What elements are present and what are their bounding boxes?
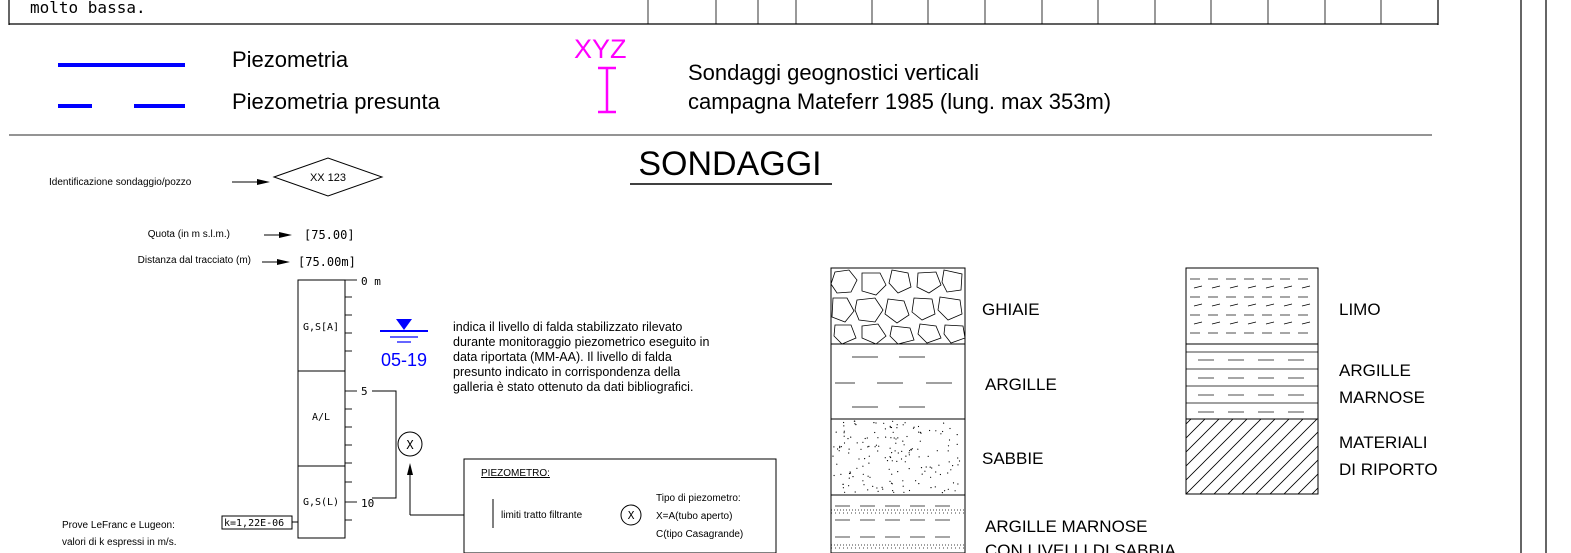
layer-label: G,S[A] xyxy=(303,322,339,333)
arrow-icon xyxy=(262,259,290,265)
prove-label: Prove LeFranc e Lugeon: xyxy=(62,520,175,531)
lithology-legend-right: LIMO ARGILLE MARNOSE MATERIALI DI RIPORT… xyxy=(1185,267,1438,495)
lithology-label-riporto: DI RIPORTO xyxy=(1339,460,1438,479)
piezometer-type-symbol-label: X xyxy=(628,509,635,522)
piezometer-symbol xyxy=(397,431,423,457)
depth-label: 0 m xyxy=(361,275,381,288)
limo-pattern xyxy=(1190,278,1311,334)
argille-pattern xyxy=(835,356,952,408)
id-diamond xyxy=(272,157,384,197)
lithology-label-argille-marnose-sabbia: ARGILLE MARNOSE xyxy=(985,517,1148,536)
legend-row: Piezometria Piezometria presunta XYZ Son… xyxy=(58,34,1111,114)
lithology-label-argille-marnose: MARNOSE xyxy=(1339,388,1425,407)
section-title: SONDAGGI xyxy=(638,145,821,183)
piezometer-symbol-label: X xyxy=(406,438,414,452)
piezometer-limits-label: limiti tratto filtrante xyxy=(501,510,583,521)
piezometria-presunta-label: Piezometria presunta xyxy=(232,89,441,114)
table-fragment-text: molto bassa. xyxy=(30,0,146,17)
sondaggio-marker-icon xyxy=(598,66,616,114)
piezometer-type-text: Tipo di piezometro: xyxy=(656,493,741,504)
water-level-text: indica il livello di falda stabilizzato … xyxy=(453,320,682,334)
k-value: k=1,22E-06 xyxy=(224,518,284,529)
piezometer-title: PIEZOMETRO: xyxy=(481,468,550,479)
id-value: XX 123 xyxy=(310,172,346,184)
lithology-label-argille-marnose-sabbia: CON LIVELLI DI SABBIA xyxy=(985,541,1177,553)
riporto-pattern xyxy=(1186,419,1318,494)
borehole-example: Identificazione sondaggio/pozzo XX 123 Q… xyxy=(49,157,777,553)
layer-label: G,S(L) xyxy=(303,497,339,508)
arrow-icon xyxy=(232,179,270,185)
id-label: Identificazione sondaggio/pozzo xyxy=(49,177,192,188)
piezometria-label: Piezometria xyxy=(232,47,349,72)
arrow-icon xyxy=(264,232,292,238)
lithology-legend-left: GHIAIE ARGILLE SABBIE ARGILLE MARNOSE CO… xyxy=(830,267,1177,553)
layer-label: A/L xyxy=(312,412,330,423)
sondaggi-desc-line2: campagna Mateferr 1985 (lung. max 353m) xyxy=(688,89,1111,114)
water-level-text: presunto indicato in corrispondenza dell… xyxy=(453,365,680,379)
lithology-label-ghiaie: GHIAIE xyxy=(982,300,1040,319)
depth-label: 10 xyxy=(361,497,374,510)
lithology-label-argille-marnose: ARGILLE xyxy=(1339,361,1411,380)
water-level-text: durante monitoraggio piezometrico esegui… xyxy=(453,335,709,349)
distanza-value: [75.00m] xyxy=(298,255,356,269)
arrow-icon xyxy=(407,463,413,475)
prove-label: valori di k espressi in m/s. xyxy=(62,537,176,548)
lithology-label-sabbie: SABBIE xyxy=(982,449,1043,468)
water-level-text: data riportata (MM-AA). Il livello di fa… xyxy=(453,350,672,364)
table-grid-lines xyxy=(647,0,1382,24)
ghiaie-pattern xyxy=(831,269,965,344)
argille-marnose-sabbia-pattern xyxy=(831,505,965,549)
water-level-icon xyxy=(380,319,428,343)
sabbie-pattern xyxy=(832,420,961,494)
water-level-date: 05-19 xyxy=(381,350,427,370)
sondaggi-desc-line1: Sondaggi geognostici verticali xyxy=(688,60,979,85)
quota-label: Quota (in m s.l.m.) xyxy=(148,229,230,240)
quota-value: [75.00] xyxy=(304,228,355,242)
piezometer-type-text: C(tipo Casagrande) xyxy=(656,529,743,540)
lithology-label-argille: ARGILLE xyxy=(985,375,1057,394)
distanza-label: Distanza dal tracciato (m) xyxy=(138,255,251,266)
lithology-label-riporto: MATERIALI xyxy=(1339,433,1427,452)
sondaggio-code-label: XYZ xyxy=(574,34,627,64)
water-level-text: galleria è stato ottenuto da dati biblio… xyxy=(453,380,693,394)
depth-scale xyxy=(345,279,357,521)
top-table: molto bassa. xyxy=(8,0,1439,25)
piezometer-type-text: X=A(tubo aperto) xyxy=(656,511,732,522)
piezometer-box xyxy=(463,458,777,553)
lithology-label-limo: LIMO xyxy=(1339,300,1381,319)
filter-bracket xyxy=(372,390,397,499)
piezometer-type-symbol xyxy=(620,504,642,526)
argille-marnose-pattern xyxy=(1186,351,1318,413)
depth-label: 5 xyxy=(361,385,368,398)
